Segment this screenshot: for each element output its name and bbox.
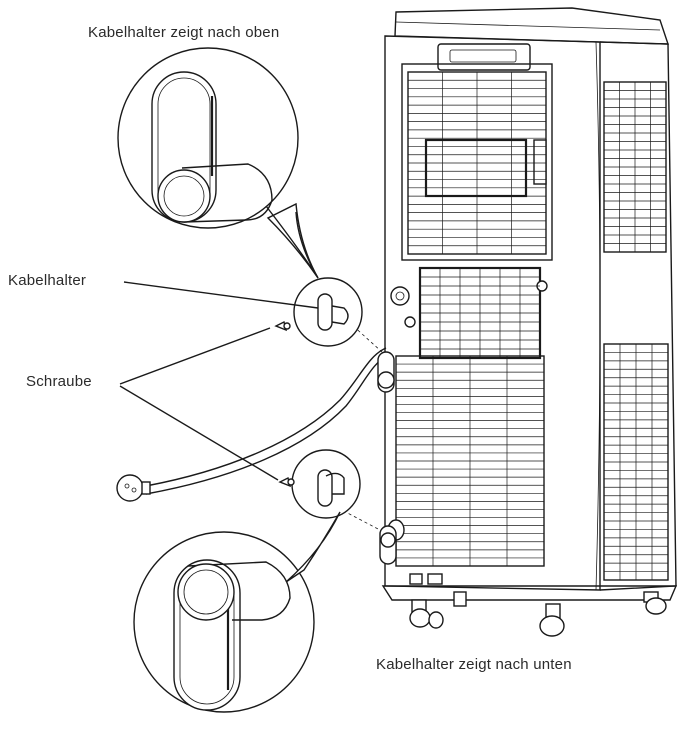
wheel-right [643, 591, 667, 615]
vent-grille-side-lower [604, 344, 668, 580]
power-cable [145, 347, 391, 495]
magnified-callout-top [117, 47, 319, 279]
cable-holder-mounted-top [377, 351, 395, 393]
vent-grille-lower [396, 356, 544, 566]
wheel-left [409, 599, 444, 629]
vent-grille-upper [408, 72, 546, 254]
label-holder-up: Kabelhalter zeigt nach oben [88, 24, 280, 41]
screw-bottom [278, 476, 295, 488]
vent-grille-side-upper [604, 82, 666, 252]
label-screw: Schraube [26, 373, 92, 390]
power-plug [116, 474, 151, 502]
detail-circle-top [293, 277, 363, 347]
label-holder: Kabelhalter [8, 272, 87, 289]
magnified-callout-bottom [133, 511, 341, 713]
cable-holder-mounted-bottom [379, 519, 405, 565]
detail-circle-bottom [291, 449, 361, 519]
wheel-center [539, 603, 565, 637]
label-holder-down: Kabelhalter zeigt nach unten [376, 656, 572, 673]
leader-holder [123, 281, 319, 309]
air-conditioner-unit [381, 7, 678, 637]
leader-screw-bottom [119, 385, 279, 481]
screw-top [274, 320, 291, 332]
vent-grilles [396, 72, 668, 580]
vent-grille-exhaust [420, 268, 540, 358]
leader-screw-top [119, 327, 271, 385]
